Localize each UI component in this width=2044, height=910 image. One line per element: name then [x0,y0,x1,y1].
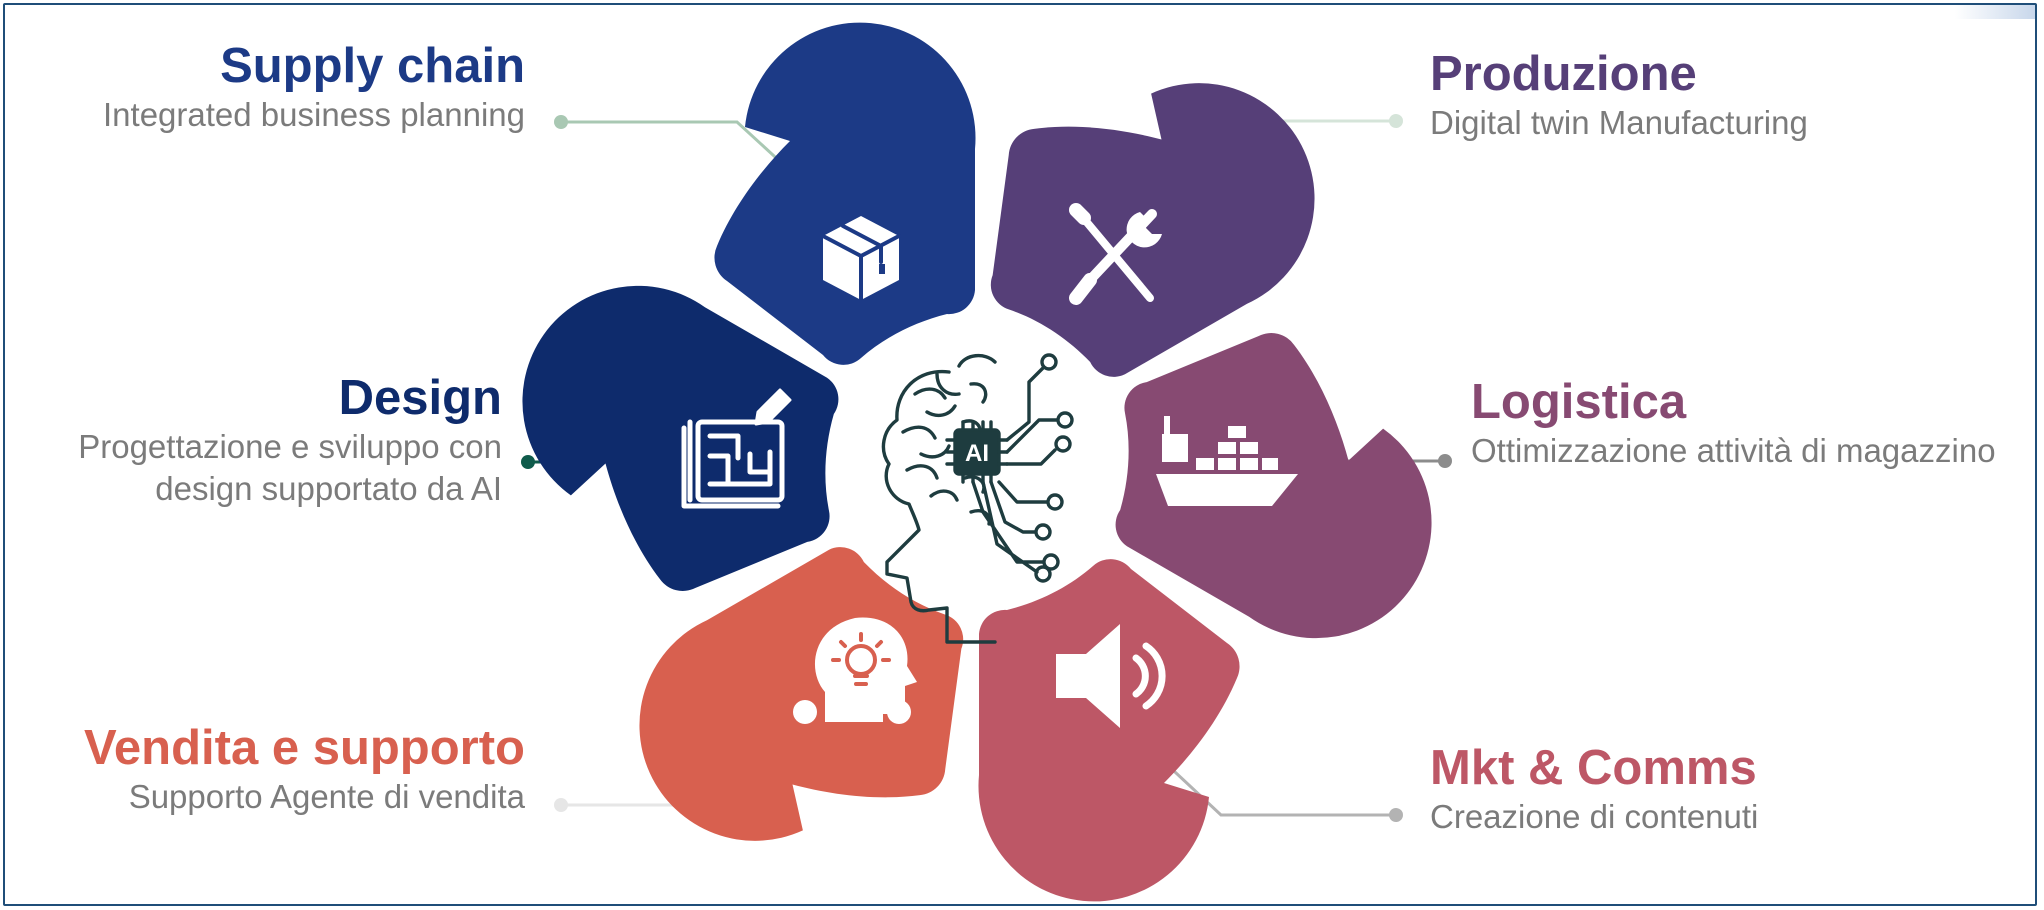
leader-dot-vendita [554,798,568,812]
ai-chip-label: AI [965,440,989,467]
segment-desc-vendita: Supporto Agente di vendita [128,778,525,815]
label-group-mkt-comms: Mkt & Comms Creazione di contenuti [1430,740,1758,838]
segment-desc-design-line1: Progettazione e sviluppo con [78,428,502,465]
segment-desc-produzione: Digital twin Manufacturing [1430,104,1808,141]
segment-title-produzione: Produzione [1430,47,1697,101]
segment-desc-design-line2: design supportato da AI [155,470,502,507]
idea-head-icon [793,617,917,724]
label-group-vendita: Vendita e supporto Supporto Agente di ve… [0,720,525,818]
cargo-ship-icon [1156,416,1298,506]
leader-dot-mkt [1389,808,1403,822]
package-icon [821,216,901,302]
segment-vendita[interactable] [597,512,1024,909]
segment-mkt[interactable] [978,559,1240,902]
leader-dot-logistica [1438,454,1452,468]
leader-dot-produzione [1389,114,1403,128]
segment-design[interactable] [465,244,892,641]
segment-desc-logistica: Ottimizzazione attività di magazzino [1471,432,1996,469]
label-group-design: Design Progettazione e sviluppo con desi… [0,370,502,510]
segment-title-design: Design [338,371,502,425]
leader-dot-supply [554,115,568,129]
tools-icon [1069,203,1162,305]
slide-frame [3,3,2037,906]
segment-desc-mkt-comms: Creazione di contenuti [1430,798,1759,835]
segment-desc-supply-chain: Integrated business planning [103,96,525,133]
label-group-supply-chain: Supply chain Integrated business plannin… [0,38,525,136]
leader-line-mkt [1158,756,1396,817]
segment-supply[interactable] [714,22,976,365]
segment-title-logistica: Logistica [1471,375,1687,429]
blueprint-icon [681,388,792,509]
label-group-logistica: Logistica Ottimizzazione attività di mag… [1471,374,1996,472]
corner-accent [1955,5,2035,19]
label-group-produzione: Produzione Digital twin Manufacturing [1430,46,1808,144]
megaphone-icon [1056,624,1166,728]
segment-title-vendita: Vendita e supporto [83,721,525,775]
segment-title-mkt-comms: Mkt & Comms [1430,741,1757,795]
leader-dot-design [521,455,535,469]
segment-title-supply-chain: Supply chain [220,39,525,93]
ai-brain-head-icon: AI [881,353,1074,644]
